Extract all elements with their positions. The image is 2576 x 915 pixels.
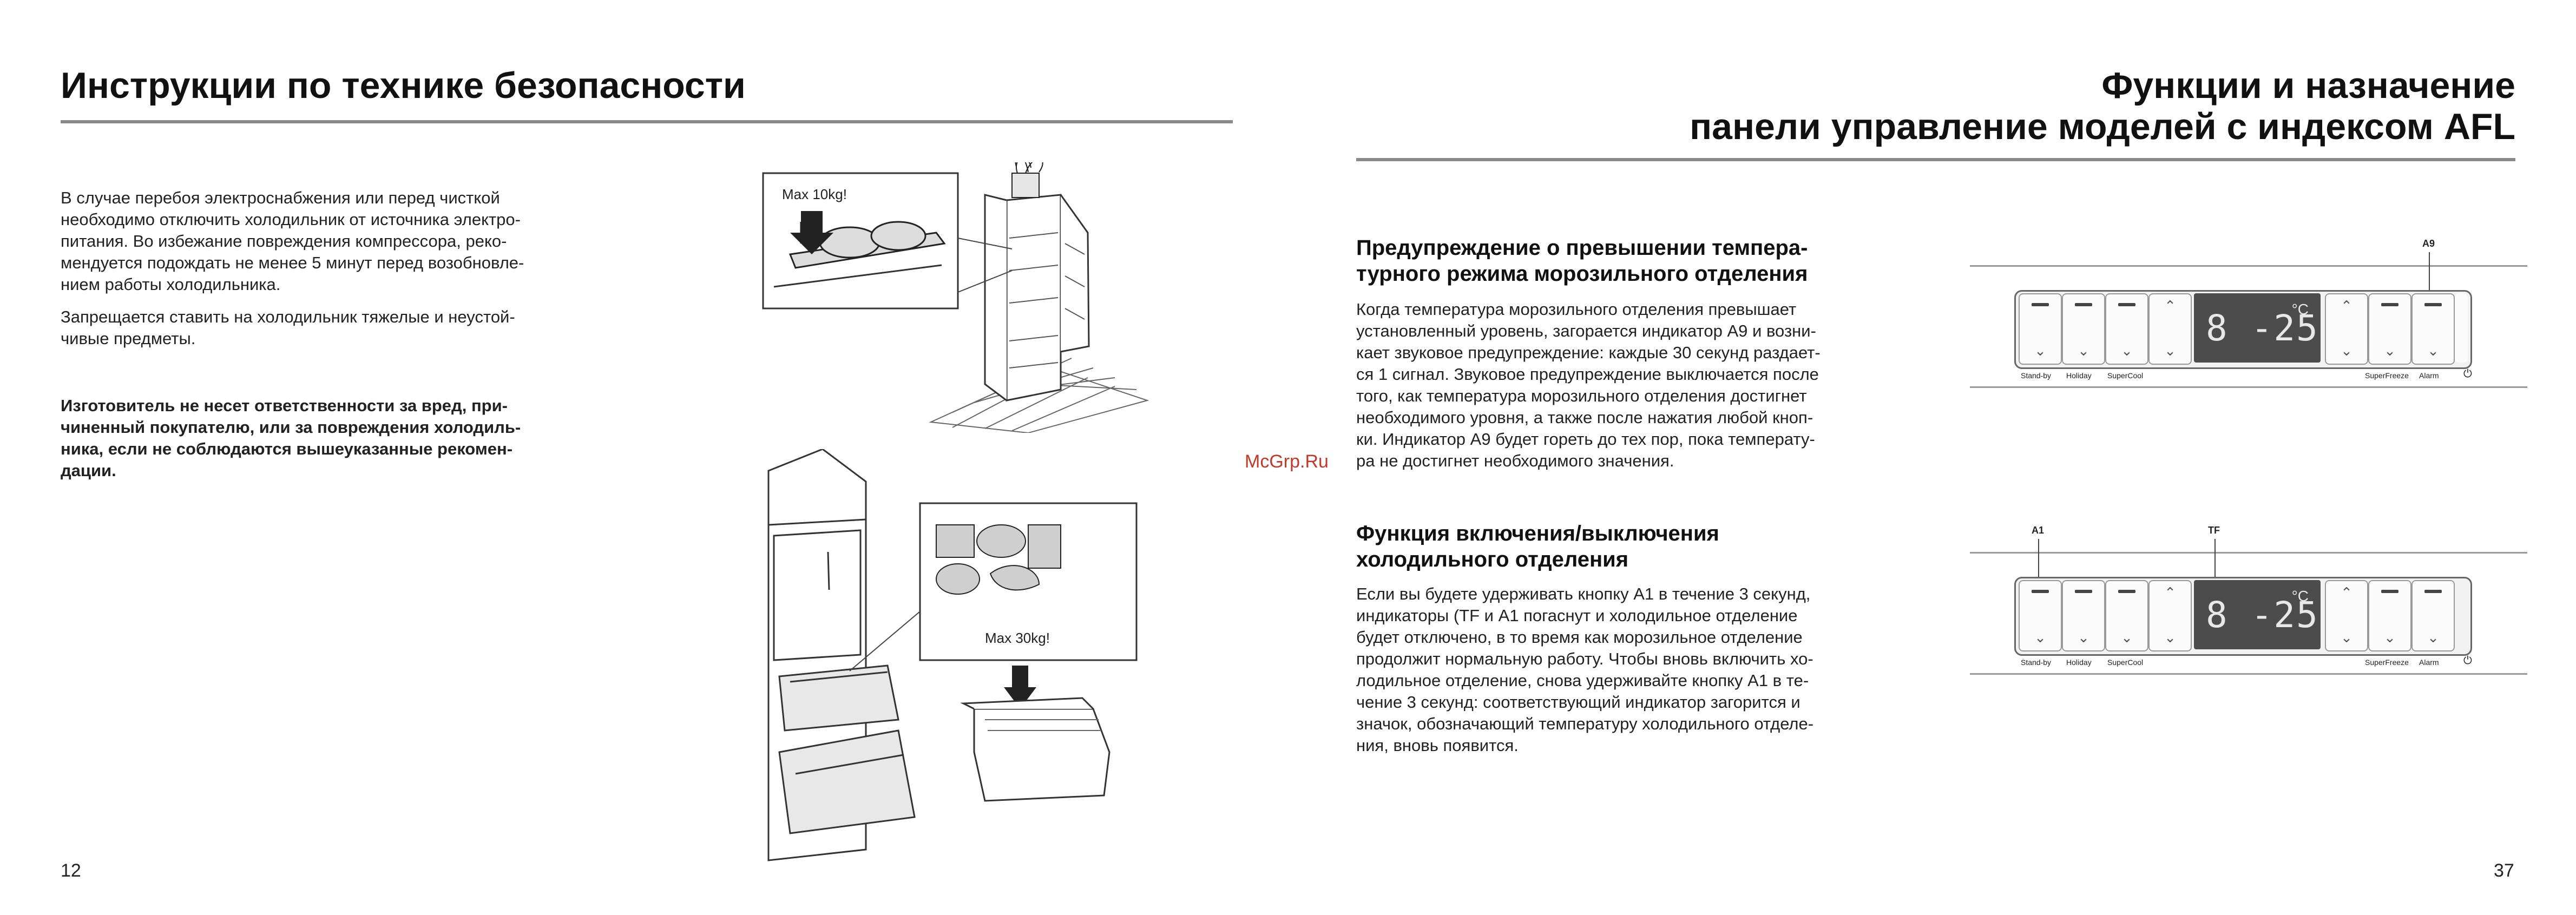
power-icon: ⏻ bbox=[2463, 655, 2472, 667]
indicator-a1-leader bbox=[2038, 539, 2039, 593]
text-line: ся 1 сигнал. Звуковое предупреждение вык… bbox=[1356, 365, 1819, 384]
panel-top-line bbox=[1970, 265, 2527, 267]
text-line: продолжит нормальную работу. Чтобы вновь… bbox=[1356, 649, 1813, 668]
supercool-label: SuperCool bbox=[2107, 371, 2144, 380]
panel-bottom-line bbox=[1970, 386, 2527, 388]
control-panel-2: A1 TF ⌄ ⌄ ⌄ ⌃⌄ 8 -25 °C ⌃⌄ ⌄ ⌄ Stand-by … bbox=[1970, 519, 2527, 682]
heading-line: Функция включения/выключения bbox=[1356, 522, 1719, 545]
left-paragraph-3: Изготовитель не несет ответственности за… bbox=[61, 395, 645, 482]
superfreeze-button[interactable]: ⌄ bbox=[2368, 293, 2411, 365]
text-line: чиненный покупателю, или за повреждения … bbox=[61, 418, 521, 437]
text-line: Запрещается ставить на холодильник тяжел… bbox=[61, 307, 515, 326]
fig2-max-label: Max 30kg! bbox=[985, 630, 1050, 646]
text-line: нием работы холодильника. bbox=[61, 275, 281, 294]
supercool-label: SuperCool bbox=[2107, 658, 2144, 667]
alarm-label: Alarm bbox=[2419, 371, 2439, 380]
text-line: Когда температура морозильного отделения… bbox=[1356, 300, 1797, 319]
supercool-button[interactable]: ⌄ bbox=[2105, 580, 2148, 651]
heading-line: турного режима морозильного отделения bbox=[1356, 262, 1808, 286]
standby-button[interactable]: ⌄ bbox=[2019, 580, 2062, 651]
indicator-tf-label: TF bbox=[2208, 525, 2220, 536]
freezer-drawer-illustration: Max 30kg! bbox=[767, 449, 1138, 861]
text-line: кает звуковое предупреждение: каждые 30 … bbox=[1356, 343, 1821, 362]
panel-top-line bbox=[1970, 552, 2527, 554]
text-line: ра не достигнет необходимого значения. bbox=[1356, 451, 1674, 470]
section1-heading: Предупреждение о превышении темпера- тур… bbox=[1356, 235, 1951, 287]
holiday-button[interactable]: ⌄ bbox=[2062, 293, 2105, 365]
left-paragraph-1: В случае перебоя электроснабжения или пе… bbox=[61, 187, 645, 295]
section2-text: Если вы будете удерживать кнопку А1 в те… bbox=[1356, 583, 1951, 756]
text-line: того, как температура морозильного отдел… bbox=[1356, 386, 1807, 405]
power-icon: ⏻ bbox=[2463, 368, 2472, 380]
freezer-temp-button[interactable]: ⌃⌄ bbox=[2325, 580, 2368, 651]
text-line: Если вы будете удерживать кнопку А1 в те… bbox=[1356, 584, 1811, 603]
display-unit: °C bbox=[2291, 301, 2309, 318]
superfreeze-label: SuperFreeze bbox=[2365, 658, 2409, 667]
text-line: чение 3 секунд: соответствующий индикато… bbox=[1356, 693, 1800, 712]
text-line: ки. Индикатор А9 будет гореть до тех пор… bbox=[1356, 430, 1815, 449]
temperature-display: 8 -25 °C bbox=[2194, 580, 2321, 649]
display-unit: °C bbox=[2291, 588, 2309, 604]
supercool-button[interactable]: ⌄ bbox=[2105, 293, 2148, 365]
text-line: лодильное отделение, снова удерживайте к… bbox=[1356, 671, 1809, 690]
heading-line: Предупреждение о превышении темпера- bbox=[1356, 236, 1808, 260]
indicator-a1-label: A1 bbox=[2032, 525, 2045, 536]
indicator-tf-leader bbox=[2214, 539, 2216, 593]
holiday-label: Holiday bbox=[2066, 658, 2092, 667]
text-line: будет отключено, в то время как морозиль… bbox=[1356, 628, 1803, 647]
text-line: питания. Во избежание повреждения компре… bbox=[61, 232, 507, 251]
holiday-label: Holiday bbox=[2066, 371, 2092, 380]
text-line: В случае перебоя электроснабжения или пе… bbox=[61, 188, 500, 207]
text-line: Изготовитель не несет ответственности за… bbox=[61, 396, 508, 415]
temperature-display: 8 -25 °C bbox=[2194, 293, 2321, 363]
fridge-temp-button[interactable]: ⌃⌄ bbox=[2148, 580, 2192, 651]
left-paragraph-2: Запрещается ставить на холодильник тяжел… bbox=[61, 306, 645, 350]
alarm-label: Alarm bbox=[2419, 658, 2439, 667]
right-page-title-line1: Функции и назначение bbox=[2101, 65, 2515, 106]
text-line: установленный уровень, загорается индика… bbox=[1356, 321, 1816, 340]
standby-label: Stand-by bbox=[2021, 658, 2052, 667]
standby-button[interactable]: ⌄ bbox=[2019, 293, 2062, 365]
indicator-a9-label: A9 bbox=[2422, 238, 2435, 249]
text-line: мендуется подождать не менее 5 минут пер… bbox=[61, 253, 524, 272]
text-line: индикаторы (TF и А1 погаснут и холодильн… bbox=[1356, 606, 1798, 625]
section1-text: Когда температура морозильного отделения… bbox=[1356, 299, 1951, 472]
display-digits: 8 -25 bbox=[2206, 307, 2319, 349]
freezer-temp-button[interactable]: ⌃⌄ bbox=[2325, 293, 2368, 365]
text-line: чивые предметы. bbox=[61, 329, 196, 348]
text-line: значок, обозначающий температуру холодил… bbox=[1356, 714, 1814, 733]
panel-bottom-line bbox=[1970, 673, 2527, 675]
right-title-rule bbox=[1356, 158, 2515, 161]
control-panel-1: A9 ⌄ ⌄ ⌄ ⌃⌄ 8 -25 °C ⌃⌄ ⌄ ⌄ Stand-by Hol… bbox=[1970, 233, 2527, 395]
right-page-number: 37 bbox=[2494, 860, 2514, 881]
left-page-title: Инструкции по технике безопасности bbox=[61, 65, 746, 106]
text-line: необходимого уровня, а также после нажат… bbox=[1356, 408, 1813, 427]
alarm-button[interactable]: ⌄ bbox=[2411, 293, 2455, 365]
display-digits: 8 -25 bbox=[2206, 594, 2319, 636]
section2-heading: Функция включения/выключения холодильног… bbox=[1356, 521, 1951, 572]
power-button-spacer bbox=[2455, 293, 2468, 363]
standby-label: Stand-by bbox=[2021, 371, 2052, 380]
text-line: ника, если не соблюдаются вышеуказанные … bbox=[61, 439, 513, 458]
indicator-a9-leader bbox=[2429, 252, 2430, 306]
left-page-number: 12 bbox=[61, 860, 81, 881]
holiday-button[interactable]: ⌄ bbox=[2062, 580, 2105, 651]
right-page-title-line2: панели управление моделей с индексом AFL bbox=[1690, 106, 2515, 147]
fridge-shelf-illustration: Max 10kg! bbox=[762, 162, 1149, 433]
watermark: McGrp.Ru bbox=[1245, 451, 1329, 472]
left-title-rule bbox=[61, 120, 1233, 123]
superfreeze-button[interactable]: ⌄ bbox=[2368, 580, 2411, 651]
heading-line: холодильного отделения bbox=[1356, 548, 1629, 571]
superfreeze-label: SuperFreeze bbox=[2365, 371, 2409, 380]
text-line: ния, вновь появится. bbox=[1356, 736, 1519, 755]
text-line: необходимо отключить холодильник от исто… bbox=[61, 210, 521, 229]
text-line: дации. bbox=[61, 461, 116, 480]
fridge-temp-button[interactable]: ⌃⌄ bbox=[2148, 293, 2192, 365]
alarm-button[interactable]: ⌄ bbox=[2411, 580, 2455, 651]
fig1-max-label: Max 10kg! bbox=[782, 186, 847, 202]
